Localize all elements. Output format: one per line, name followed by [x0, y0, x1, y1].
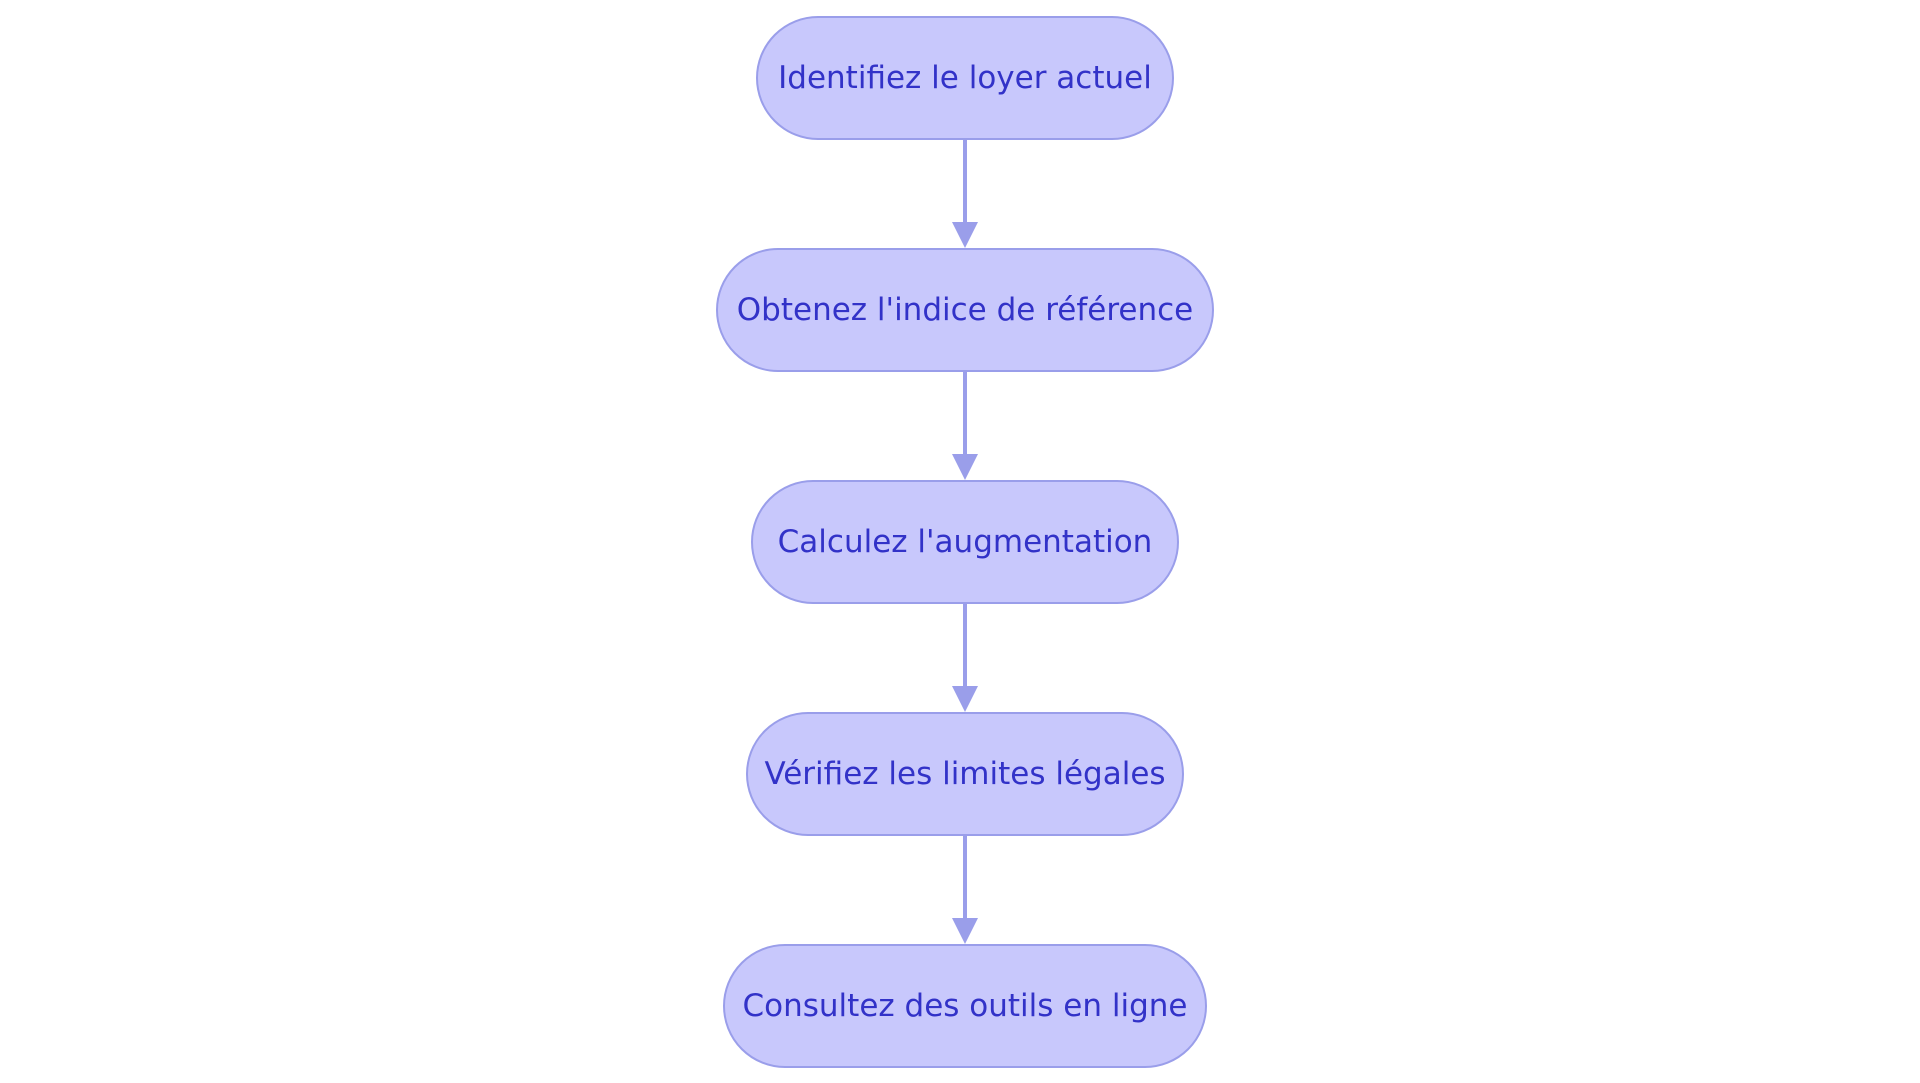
flow-node-step3: Calculez l'augmentation [751, 480, 1179, 604]
edge-step4-step5 [952, 836, 978, 944]
node-label: Identifiez le loyer actuel [778, 60, 1152, 96]
flow-node-step1: Identifiez le loyer actuel [756, 16, 1174, 140]
node-shape [723, 944, 1207, 1068]
arrowhead-icon [952, 918, 978, 944]
node-label: Obtenez l'indice de référence [737, 292, 1193, 328]
node-label: Calculez l'augmentation [778, 524, 1153, 560]
flow-node-step4: Vérifiez les limites légales [746, 712, 1184, 836]
edge-step1-step2 [952, 140, 978, 248]
flow-node-step5: Consultez des outils en ligne [723, 944, 1207, 1068]
node-shape [756, 16, 1174, 140]
node-shape [751, 480, 1179, 604]
arrowhead-icon [952, 686, 978, 712]
node-label: Vérifiez les limites légales [764, 756, 1165, 792]
node-shape [716, 248, 1214, 372]
edge-step2-step3 [952, 372, 978, 480]
flow-node-step2: Obtenez l'indice de référence [716, 248, 1214, 372]
edge-step3-step4 [952, 604, 978, 712]
arrowhead-icon [952, 454, 978, 480]
node-label: Consultez des outils en ligne [743, 988, 1188, 1024]
arrowhead-icon [952, 222, 978, 248]
node-shape [746, 712, 1184, 836]
